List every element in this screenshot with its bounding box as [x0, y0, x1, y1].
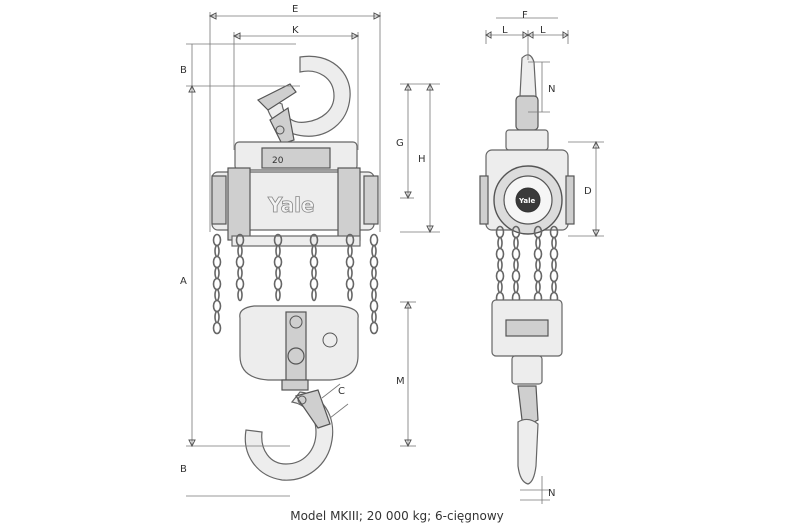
chain-link — [535, 280, 541, 294]
chain-link — [369, 321, 379, 335]
chain-link — [347, 266, 353, 280]
dim-label-k: K — [292, 25, 299, 36]
chain-link — [237, 266, 243, 280]
dim-label-n-bottom: N — [548, 488, 555, 499]
front-yale-logo: Yale — [267, 193, 315, 217]
side-bottom-block — [491, 299, 563, 385]
chain-link — [275, 244, 281, 258]
chain-link — [347, 244, 353, 258]
chain-link — [497, 258, 503, 272]
svg-text:20: 20 — [272, 156, 284, 166]
chain-link — [214, 288, 220, 302]
bottom-block — [239, 305, 359, 391]
chain-link — [311, 244, 317, 258]
chain-link — [273, 277, 283, 291]
dim-label-d: D — [584, 186, 592, 197]
chain-link — [371, 244, 377, 258]
chain-link — [214, 310, 220, 324]
chain-link — [513, 280, 519, 294]
chain-link — [551, 280, 557, 294]
chain-link — [533, 269, 543, 283]
chain-link — [371, 266, 377, 280]
dim-label-b-bottom: B — [180, 464, 187, 475]
chain-link — [214, 244, 220, 258]
dim-label-l-left: L — [502, 25, 508, 36]
chain-link — [345, 277, 355, 291]
top-hook — [256, 55, 351, 145]
chain-link — [549, 269, 559, 283]
chain-link — [551, 258, 557, 272]
chain-link — [235, 255, 245, 269]
front-dimension-lines: E K B A B G H — [180, 4, 440, 497]
chain-link — [497, 280, 503, 294]
chain-link — [275, 266, 281, 280]
chain-link — [535, 236, 541, 250]
chain-link — [212, 255, 222, 269]
dim-label-l-right: L — [540, 25, 546, 36]
chain-link — [549, 247, 559, 261]
chain-link — [214, 266, 220, 280]
chain-link — [309, 255, 319, 269]
dim-label-a: A — [180, 276, 187, 287]
chain-link — [345, 255, 355, 269]
side-bottom-hook — [517, 385, 539, 485]
chain-link — [212, 277, 222, 291]
side-yale-logo: Yale — [518, 197, 536, 205]
bottom-hook — [244, 389, 334, 481]
dim-label-g: G — [396, 138, 404, 149]
chain-link — [311, 266, 317, 280]
chain-link — [275, 288, 281, 302]
chain-link — [513, 258, 519, 272]
chain-link — [273, 255, 283, 269]
chain-link — [309, 277, 319, 291]
front-load-chains — [212, 233, 379, 335]
chain-link — [533, 247, 543, 261]
dim-label-e: E — [292, 4, 298, 15]
chain-link — [237, 288, 243, 302]
dim-label-c: C — [338, 386, 345, 397]
side-chains — [495, 225, 559, 305]
chain-link — [237, 244, 243, 258]
side-housing: Yale — [479, 149, 575, 235]
chain-link — [371, 288, 377, 302]
chain-link — [371, 310, 377, 324]
dim-label-h: H — [418, 154, 426, 165]
side-top-hook — [505, 54, 549, 151]
chain-link — [369, 233, 379, 247]
chain-link — [535, 258, 541, 272]
chain-link — [495, 269, 505, 283]
chain-link — [511, 269, 521, 283]
figure-caption: Model MKIII; 20 000 kg; 6-cięgnowy — [290, 509, 504, 523]
chain-link — [369, 299, 379, 313]
chain-link — [497, 236, 503, 250]
chain-link — [212, 321, 222, 335]
chain-link — [495, 247, 505, 261]
dim-label-m: M — [396, 376, 405, 387]
chain-link — [513, 236, 519, 250]
chain-link — [347, 288, 353, 302]
front-housing: 20 Yale — [211, 141, 379, 247]
chain-link — [551, 236, 557, 250]
side-dimension-lines: F L L N D N — [485, 10, 604, 504]
chain-link — [369, 277, 379, 291]
chain-link — [311, 288, 317, 302]
chain-link — [369, 255, 379, 269]
chain-link — [235, 277, 245, 291]
dim-label-n-top: N — [548, 84, 555, 95]
dim-label-f: F — [522, 10, 528, 21]
front-view: 20 Yale — [180, 4, 440, 497]
chain-link — [212, 233, 222, 247]
side-view: Yale F L L N — [479, 10, 604, 504]
chain-link — [212, 299, 222, 313]
hoist-technical-drawing: 20 Yale — [180, 4, 604, 504]
dim-label-b-top: B — [180, 65, 187, 76]
chain-link — [511, 247, 521, 261]
